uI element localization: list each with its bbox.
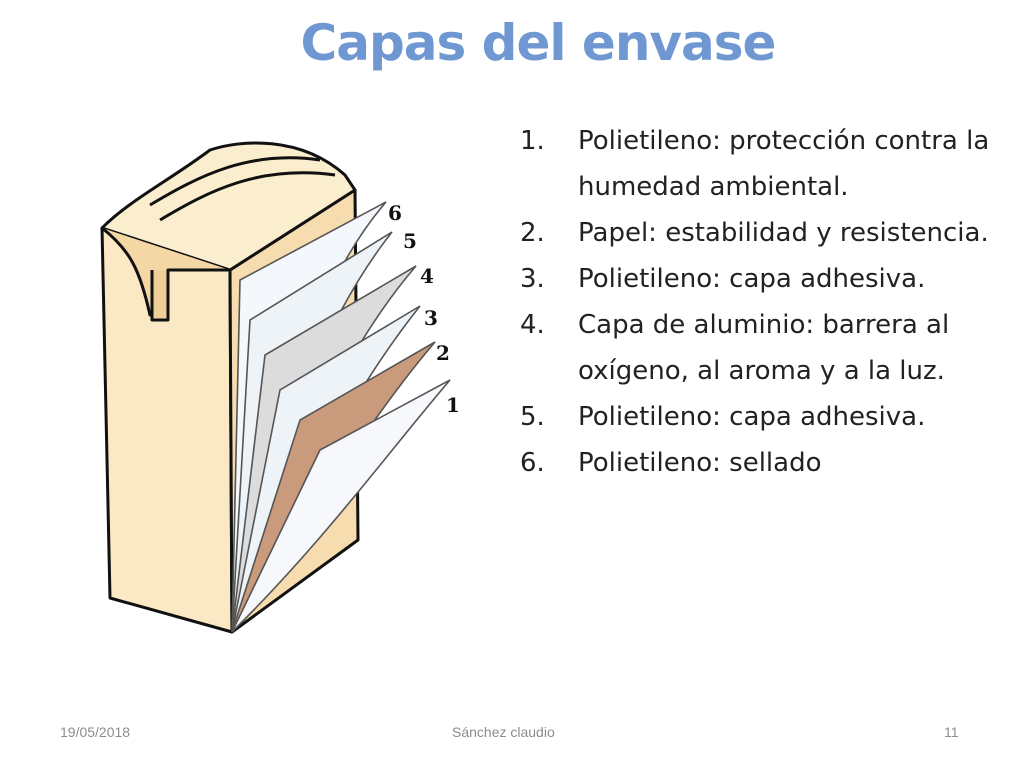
list-item-text: Papel: estabilidad y resistencia. [578,218,989,248]
illustration-label-2: 2 [436,341,450,365]
list-item-text: Polietileno: protección contra la humeda… [578,126,990,202]
illustration-label-4: 4 [420,264,434,288]
layer-sheets [231,201,451,633]
list-item-text: Polietileno: sellado [578,448,822,478]
footer-date: 19/05/2018 [60,724,131,740]
footer-author: Sánchez claudio [452,724,555,740]
illustration-label-5: 5 [403,229,417,253]
list-item-number: 6. [520,448,545,478]
illustration-label-6: 6 [388,201,402,225]
layer-sheet-1 [231,379,451,633]
list-item-text: Polietileno: capa adhesiva. [578,264,926,294]
list-item: 4. Capa de aluminio: barrera al oxígeno,… [520,302,1000,394]
list-item-number: 4. [520,310,545,340]
illustration-label-1: 1 [446,393,460,417]
list-item: 5. Polietileno: capa adhesiva. [520,394,1000,440]
list-item: 3. Polietileno: capa adhesiva. [520,256,1000,302]
carton-layers-illustration: 6 5 4 3 2 1 [100,141,460,634]
list-item-text: Polietileno: capa adhesiva. [578,402,926,432]
list-item: 6. Polietileno: sellado [520,440,1000,486]
list-item-number: 1. [520,126,545,156]
list-item-text: Capa de aluminio: barrera al oxígeno, al… [578,310,950,386]
footer-page-number: 11 [944,724,959,740]
list-item-number: 3. [520,264,545,294]
layers-list: 1. Polietileno: protección contra la hum… [520,118,1000,486]
list-item: 1. Polietileno: protección contra la hum… [520,118,1000,210]
illustration-label-3: 3 [424,306,438,330]
list-item-number: 5. [520,402,545,432]
slide-title: Capas del envase [300,14,777,72]
list-item: 2. Papel: estabilidad y resistencia. [520,210,1000,256]
list-item-number: 2. [520,218,545,248]
